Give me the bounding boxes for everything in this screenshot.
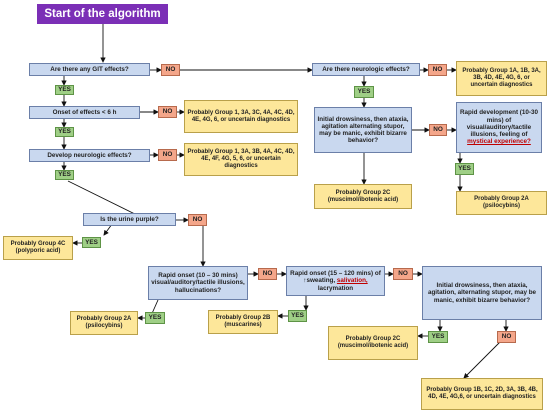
question-rapid-onset-15-120: Rapid onset (15 – 120 mins) of ↑sweating… bbox=[286, 266, 385, 296]
no-label-rapid-onset-15: NO bbox=[393, 268, 413, 280]
result-group-1b: Probably Group 1B, 1C, 2D, 3A, 3B, 4B, 4… bbox=[421, 378, 543, 410]
salivation-emphasis: salivation, bbox=[336, 277, 368, 285]
question-urine-purple: Is the urine purple? bbox=[83, 213, 176, 226]
result-group-1-3ab: Probably Group 1, 3A, 3B, 4A, 4C, 4D, 4E… bbox=[184, 143, 298, 176]
question-rapid-onset-10-30: Rapid onset (10 – 30 mins) visual/audito… bbox=[148, 266, 248, 300]
no-label-git: NO bbox=[161, 64, 180, 76]
no-label-drowsiness: NO bbox=[429, 124, 447, 136]
question-drowsiness-alternating: Initial drowsiness, then ataxia, agitati… bbox=[422, 266, 542, 320]
question-drowsiness-ataxia: Initial drowsiness, then ataxia, agitati… bbox=[314, 107, 412, 153]
yes-label-develop: YES bbox=[55, 170, 74, 180]
yes-label-drowsiness-alternating: YES bbox=[428, 331, 448, 343]
result-group-1-3a: Probably Group 1, 3A, 3C, 4A, 4C, 4D, 4E… bbox=[184, 100, 298, 133]
result-group-2c-low: Probably Group 2C (muscimol/ibotenic aci… bbox=[328, 326, 418, 360]
result-group-1a: Probably Group 1A, 1B, 3A, 3B, 4D, 4E, 4… bbox=[456, 61, 547, 96]
no-label-rapid-onset-10: NO bbox=[258, 268, 277, 280]
yes-label-neurologic: YES bbox=[354, 86, 374, 98]
result-group-2a-low: Probably Group 2A (psilocybins) bbox=[70, 311, 138, 335]
result-group-2b: Probably Group 2B (muscarines) bbox=[208, 310, 278, 334]
yes-label-rapid-onset-10: YES bbox=[145, 312, 165, 324]
no-label-drowsiness-alternating: NO bbox=[497, 331, 516, 343]
yes-label-rapid-development: YES bbox=[455, 163, 474, 175]
result-group-4c: Probably Group 4C (polyporic acid) bbox=[3, 236, 73, 260]
question-onset-6h: Onset of effects < 6 h bbox=[29, 106, 140, 119]
no-label-onset: NO bbox=[158, 106, 177, 118]
result-group-2c-top: Probably Group 2C (muscimol/ibotenic aci… bbox=[314, 184, 412, 209]
start-title: Start of the algorithm bbox=[37, 4, 168, 24]
mystical-experience-emphasis: mystical experience? bbox=[467, 138, 531, 146]
no-label-develop: NO bbox=[158, 149, 177, 161]
question-develop-neurologic: Develop neurologic effects? bbox=[29, 149, 150, 162]
no-label-urine: NO bbox=[188, 214, 207, 226]
question-rapid-development: Rapid development (10-30 mins) of visual… bbox=[456, 102, 542, 153]
question-git-effects: Are there any GIT effects? bbox=[29, 63, 150, 76]
result-group-2a-top: Probably Group 2A (psilocybins) bbox=[456, 191, 547, 215]
yes-label-onset: YES bbox=[55, 127, 74, 137]
question-neurologic-effects: Are there neurologic effects? bbox=[312, 63, 420, 76]
yes-label-git: YES bbox=[55, 85, 74, 95]
yes-label-rapid-onset-15: YES bbox=[288, 310, 307, 322]
yes-label-urine: YES bbox=[82, 237, 101, 248]
no-label-neurologic: NO bbox=[428, 64, 447, 76]
